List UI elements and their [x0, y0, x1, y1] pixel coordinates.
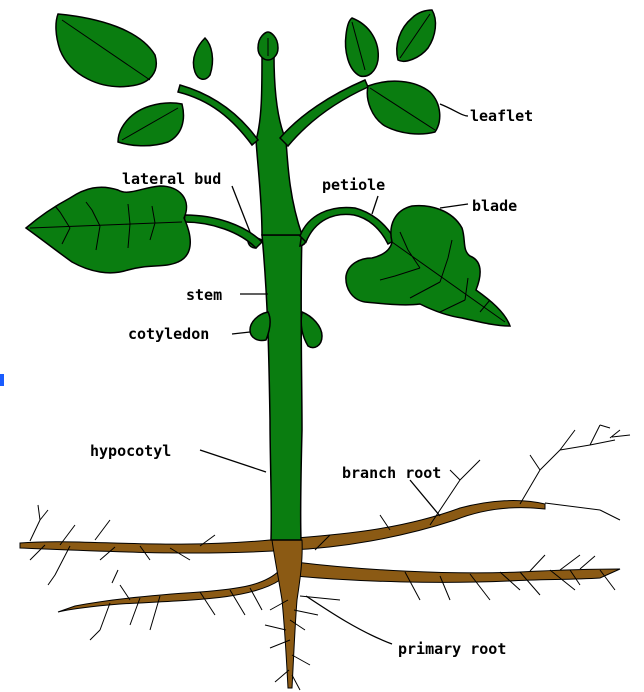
lower-left-root — [58, 570, 280, 612]
cotyledon-leader — [232, 332, 250, 334]
hypocotyl-stem — [262, 235, 302, 540]
label-lateral-bud: lateral bud — [122, 170, 221, 188]
cotyledon-right — [301, 312, 322, 348]
label-blade: blade — [472, 197, 517, 215]
primary-root — [272, 540, 302, 688]
label-hypocotyl: hypocotyl — [90, 442, 171, 460]
primary-root-leader — [306, 596, 392, 644]
label-leaflet: leaflet — [470, 107, 533, 125]
leaflet-small-center — [193, 38, 212, 79]
leaflet-top-right-a — [346, 18, 379, 76]
cotyledon-left — [250, 312, 270, 341]
lower-right-petiole — [300, 207, 395, 244]
upper-right-petiole — [280, 80, 368, 146]
blade-leader — [440, 204, 468, 208]
leaflet-mid-left — [118, 103, 183, 146]
leaflet-leader — [440, 104, 468, 116]
label-stem: stem — [186, 286, 222, 304]
root-hairs — [30, 425, 630, 690]
label-primary-root: primary root — [398, 640, 506, 658]
label-branch-root: branch root — [342, 464, 441, 482]
label-cotyledon: cotyledon — [128, 325, 209, 343]
upper-left-petiole — [178, 85, 258, 145]
label-petiole: petiole — [322, 176, 385, 194]
branch-root-leader — [410, 480, 440, 516]
upper-stem — [256, 55, 302, 235]
root-system — [20, 425, 630, 690]
petiole-leader — [372, 196, 378, 214]
hypocotyl-leader — [200, 450, 266, 472]
blade-lower-left — [26, 186, 190, 273]
